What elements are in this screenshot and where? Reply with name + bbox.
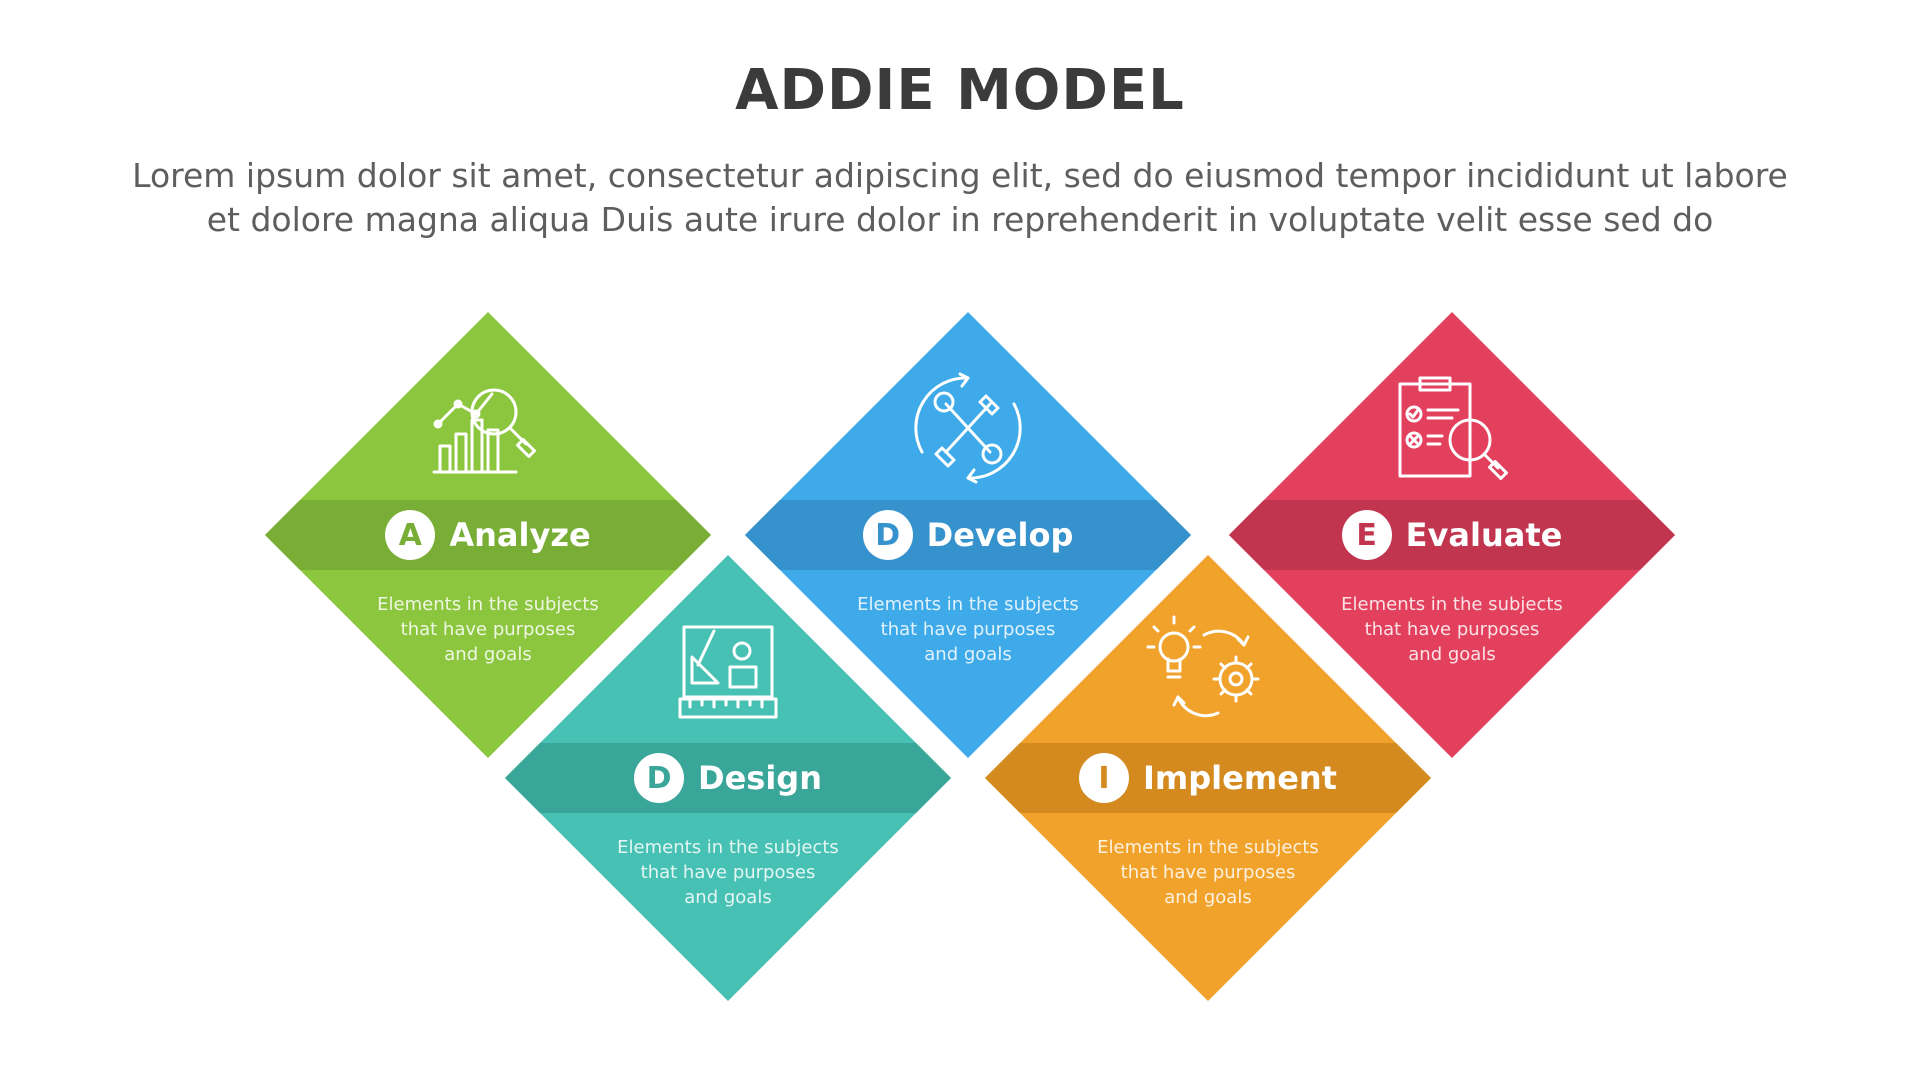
evaluate-desc-line-1: Elements in the subjects	[1341, 594, 1563, 615]
analyze-title: Analyze	[449, 516, 591, 554]
design-title: Design	[698, 759, 822, 797]
evaluate-desc-line-2: that have purposes	[1364, 619, 1540, 640]
evaluate-desc-line-3: and goals	[1408, 644, 1496, 665]
analyze-desc-line-1: Elements in the subjects	[377, 594, 599, 615]
implement-label: I Implement	[985, 743, 1431, 813]
subtitle-line-2: et dolore magna aliqua Duis aute irure d…	[206, 200, 1714, 239]
analyze-band	[265, 500, 711, 570]
design-label: D Design	[505, 743, 951, 813]
develop-band	[745, 500, 1191, 570]
implement-description: Elements in the subjects that have purpo…	[985, 835, 1431, 910]
implement-letter-badge: I	[1079, 753, 1130, 803]
analyze-description: Elements in the subjects that have purpo…	[265, 592, 711, 667]
analyze-desc-line-2: that have purposes	[400, 619, 576, 640]
design-description: Elements in the subjects that have purpo…	[505, 835, 951, 910]
develop-description: Elements in the subjects that have purpo…	[745, 592, 1191, 667]
page-title: ADDIE MODEL	[735, 58, 1185, 123]
evaluate-letter-badge: E	[1341, 510, 1392, 560]
page-subtitle: Lorem ipsum dolor sit amet, consectetur …	[80, 154, 1840, 242]
analytics-chart-magnifier-icon	[428, 374, 548, 484]
implement-title: Implement	[1143, 759, 1337, 797]
develop-desc-line-2: that have purposes	[880, 619, 1056, 640]
evaluate-description: Elements in the subjects that have purpo…	[1229, 592, 1675, 667]
idea-gear-cycle-icon	[1146, 615, 1268, 727]
implement-desc-line-1: Elements in the subjects	[1097, 837, 1319, 858]
develop-letter-badge: D	[862, 510, 913, 560]
analyze-letter-badge: A	[385, 510, 436, 560]
develop-label: D Develop	[745, 500, 1191, 570]
evaluate-label: E Evaluate	[1229, 500, 1675, 570]
develop-desc-line-1: Elements in the subjects	[857, 594, 1079, 615]
design-desc-line-3: and goals	[684, 887, 772, 908]
evaluate-band	[1229, 500, 1675, 570]
tools-cycle-icon	[908, 372, 1028, 484]
design-band	[505, 743, 951, 813]
implement-desc-line-2: that have purposes	[1120, 862, 1296, 883]
implement-desc-line-3: and goals	[1164, 887, 1252, 908]
design-desc-line-2: that have purposes	[640, 862, 816, 883]
implement-band	[985, 743, 1431, 813]
design-desc-line-1: Elements in the subjects	[617, 837, 839, 858]
evaluate-title: Evaluate	[1405, 516, 1563, 554]
subtitle-line-1: Lorem ipsum dolor sit amet, consectetur …	[132, 156, 1788, 195]
develop-title: Develop	[926, 516, 1074, 554]
analyze-label: A Analyze	[265, 500, 711, 570]
design-letter-badge: D	[634, 753, 685, 803]
clipboard-magnifier-icon	[1392, 374, 1512, 484]
blueprint-design-icon	[668, 617, 788, 727]
develop-desc-line-3: and goals	[924, 644, 1012, 665]
analyze-desc-line-3: and goals	[444, 644, 532, 665]
